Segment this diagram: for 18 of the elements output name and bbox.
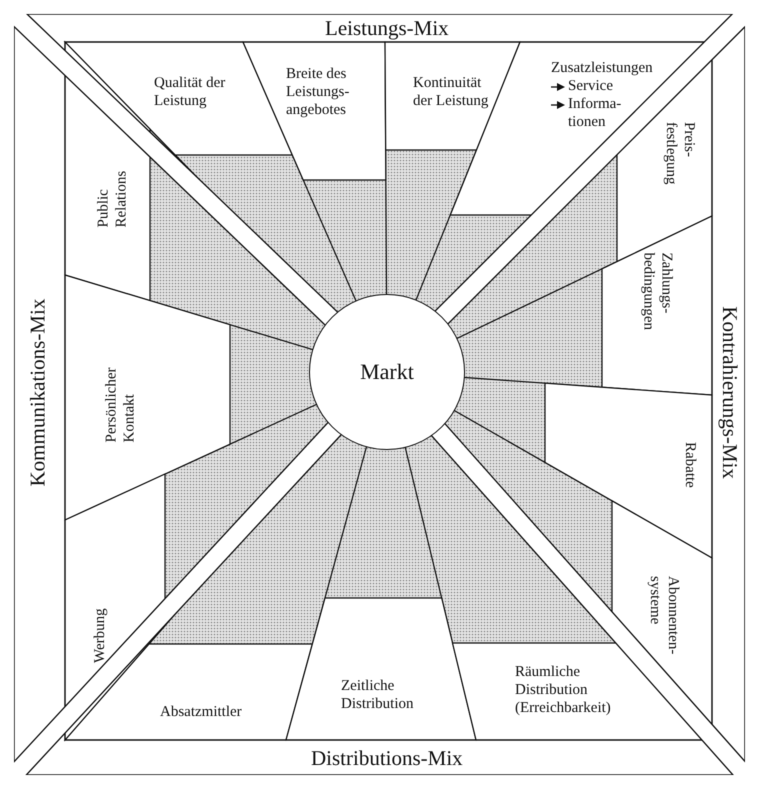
segment-label: Zusatzleistungen <box>551 59 654 77</box>
segment-label: Persönlicher Kontakt <box>102 348 138 442</box>
segment-label: Absatzmittler <box>160 703 270 721</box>
mix-band-title: Leistungs-Mix <box>325 16 449 41</box>
segment-label: Abonnenten- systeme <box>646 576 682 668</box>
segment-label: Qualität der Leistung <box>154 74 226 110</box>
segment-label: Zeitliche Distribution <box>341 677 429 713</box>
segment-label: Public Relations <box>94 152 130 228</box>
segment-label: Preis- festlegung <box>662 122 698 202</box>
segment-label: Werbung <box>91 593 109 663</box>
segment-label: Rabatte <box>681 442 699 512</box>
list-item-label: Informa- tionen <box>568 95 622 131</box>
mix-band-title: Kommunikations-Mix <box>25 298 51 486</box>
mix-band-title: Distributions-Mix <box>311 746 463 771</box>
segment-label: Kontinuität der Leistung <box>413 74 491 110</box>
list-item-label: Service <box>568 77 614 95</box>
segment-label: Zahlungs- bedingungen <box>639 252 675 348</box>
mix-band-title: Kontrahierungs-Mix <box>716 306 742 478</box>
